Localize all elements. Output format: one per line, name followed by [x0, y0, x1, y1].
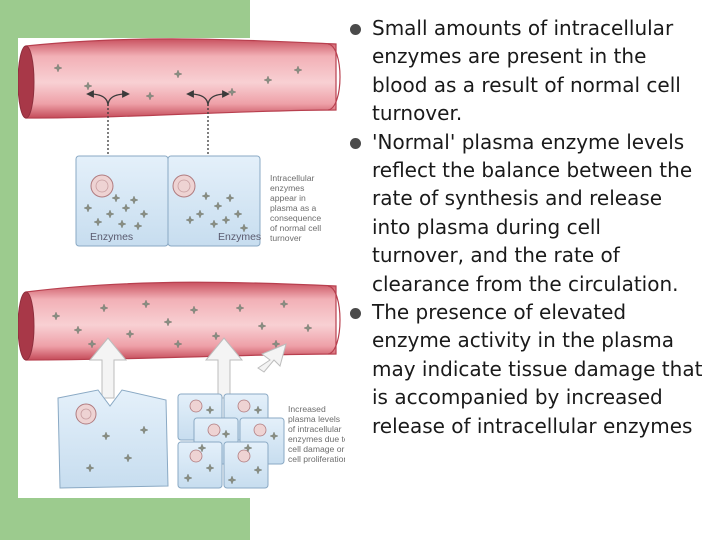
caption-line: of intracellular: [288, 424, 342, 434]
bullet-dot-icon: [350, 308, 361, 320]
caption-line: consequence: [270, 213, 321, 223]
bullet-line: blood as a result of normal cell: [372, 72, 681, 97]
figure-caption-top: Intracellular enzymes appear in plasma a…: [270, 173, 321, 243]
bullet-line: rate of synthesis and release: [372, 186, 663, 211]
bullet-line: release of intracellular enzymes: [372, 413, 693, 438]
bullet-line: may indicate tissue damage that: [372, 356, 703, 381]
bullet-line: turnover.: [372, 101, 463, 126]
blood-vessel-top: [18, 38, 341, 119]
blood-vessel-bottom: [18, 281, 341, 361]
bullet-dot-icon: [350, 137, 361, 149]
enzyme-illustration: Enzymes Enzymes Intracellular enzymes ap…: [18, 38, 345, 498]
bullet-line: enzyme activity in the plasma: [372, 328, 674, 353]
caption-line: plasma levels: [288, 414, 340, 424]
caption-line: cell damage or: [288, 444, 345, 454]
bullet-item: 'Normal' plasma enzyme levels reflect th…: [347, 128, 719, 298]
figure-caption-bottom: Increased plasma levels of intracellular…: [288, 404, 345, 464]
bullet-line: into plasma during cell: [372, 214, 601, 239]
damaged-cell: [57, 389, 169, 489]
caption-line: cell proliferation: [288, 454, 345, 464]
caption-line: appear in: [270, 193, 306, 203]
bullet-dot-icon: [350, 24, 361, 35]
caption-line: Intracellular: [270, 173, 315, 183]
proliferating-cells: [177, 393, 285, 489]
normal-cell-right: Enzymes: [167, 155, 261, 247]
enzyme-figure-svg: Enzymes Enzymes Intracellular enzymes ap…: [18, 38, 345, 489]
normal-cell-left: Enzymes: [75, 155, 169, 247]
bullet-line: enzymes are present in the: [372, 44, 647, 69]
cell-label-right: Enzymes: [218, 231, 261, 243]
bullet-line: reflect the balance between the: [372, 158, 693, 183]
caption-line: of normal cell: [270, 223, 321, 233]
bullet-list: Small amounts of intracellular enzymes a…: [347, 14, 719, 440]
bullet-line: 'Normal' plasma enzyme levels: [372, 129, 685, 154]
caption-line: Increased: [288, 404, 326, 414]
bullet-line: Small amounts of intracellular: [372, 16, 674, 40]
caption-line: enzymes due to: [288, 434, 345, 444]
bullet-line: clearance from the circulation.: [372, 271, 679, 296]
cell-label-left: Enzymes: [90, 231, 133, 243]
caption-line: enzymes: [270, 183, 304, 193]
release-arrows-bottom: [88, 337, 287, 399]
bullet-item: The presence of elevated enzyme activity…: [347, 298, 719, 440]
bullet-line: is accompanied by increased: [372, 385, 663, 410]
bullet-line: turnover, and the rate of: [372, 243, 620, 268]
caption-line: plasma as a: [270, 203, 317, 213]
bullet-item: Small amounts of intracellular enzymes a…: [347, 14, 719, 128]
bullet-line: The presence of elevated: [372, 300, 627, 325]
caption-line: turnover: [270, 233, 302, 243]
bottom-accent-strip: [0, 497, 62, 540]
